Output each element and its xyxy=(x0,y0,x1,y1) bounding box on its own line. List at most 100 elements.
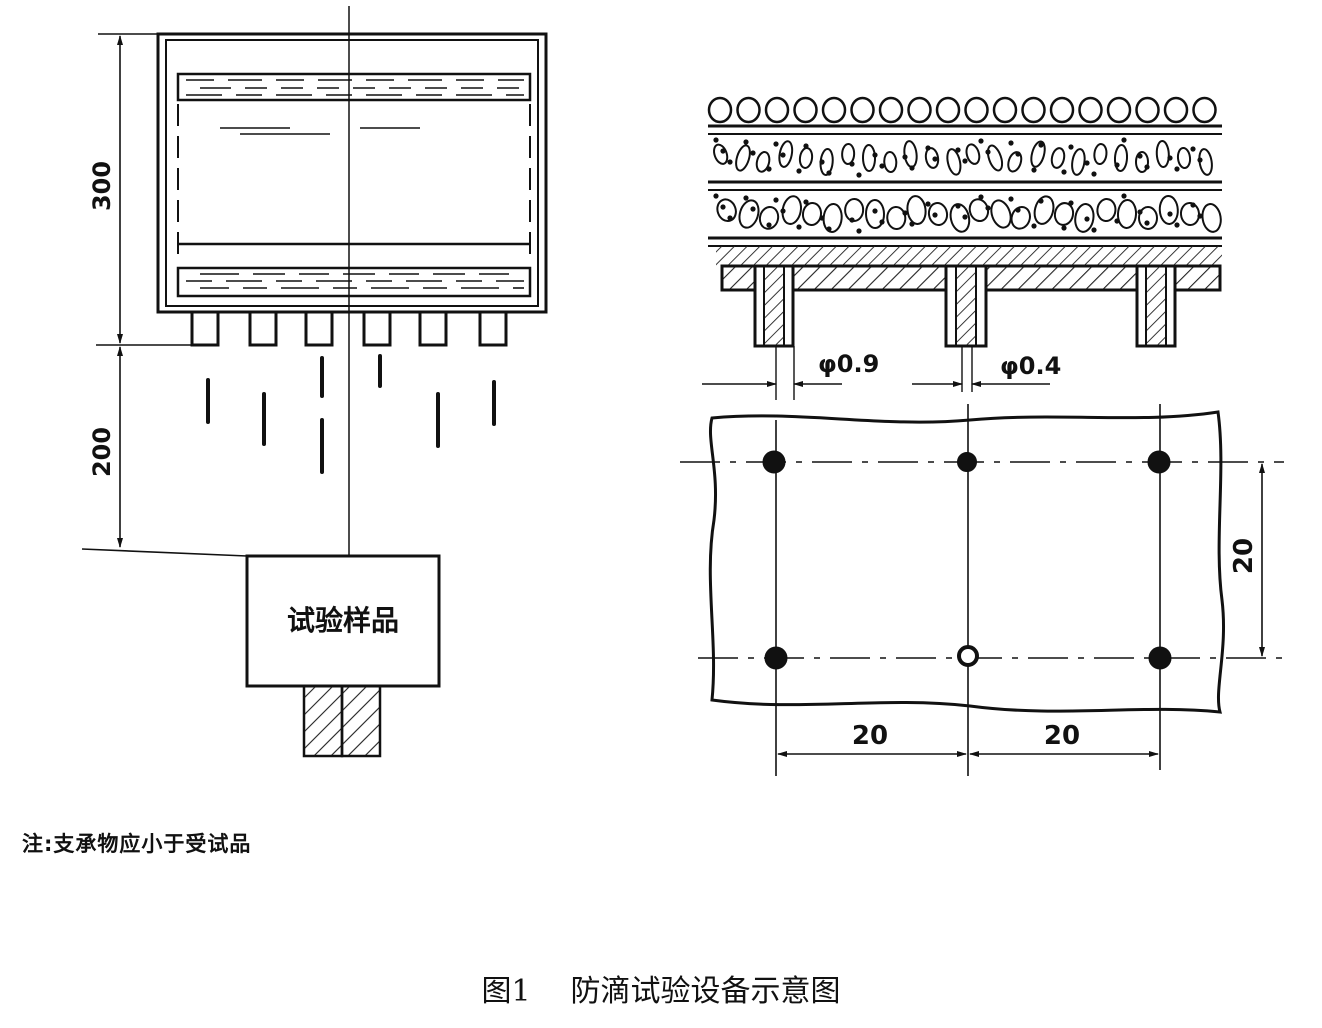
porous-grain xyxy=(955,203,961,209)
porous-grain xyxy=(1114,218,1120,224)
bubble xyxy=(707,96,733,124)
porous-blob xyxy=(1135,151,1149,173)
drip-tray-section xyxy=(702,96,1222,400)
porous-grain xyxy=(909,165,915,171)
porous-grain xyxy=(796,168,802,174)
porous-blob xyxy=(1179,202,1201,226)
porous-grain xyxy=(743,195,749,201)
bubble xyxy=(1078,96,1103,124)
porous-blob xyxy=(1201,203,1222,233)
test-sample-label: 试验样品 xyxy=(287,604,399,637)
porous-blob xyxy=(927,202,949,226)
porous-grain xyxy=(849,217,855,223)
porous-grain xyxy=(902,154,908,160)
porous-grain xyxy=(1197,213,1203,219)
porous-grain xyxy=(1121,137,1127,143)
tank-nozzle xyxy=(418,310,448,347)
dim-hole-small: φ0.4 xyxy=(1000,352,1061,380)
porous-grain xyxy=(1144,220,1150,226)
porous-blob xyxy=(1071,148,1086,176)
dim-hole-large: φ0.9 xyxy=(818,350,879,378)
porous-grain xyxy=(1031,223,1037,229)
porous-grain xyxy=(879,163,885,169)
sample-support xyxy=(302,684,382,758)
porous-blob xyxy=(1096,198,1117,223)
porous-grain xyxy=(1167,155,1173,161)
porous-grain xyxy=(766,222,772,228)
porous-grain xyxy=(1137,209,1143,215)
porous-grain xyxy=(1084,160,1090,166)
porous-blob xyxy=(841,143,856,165)
porous-grain xyxy=(766,166,772,172)
porous-grain xyxy=(773,197,779,203)
dim-drop-height: 200 xyxy=(88,427,116,477)
porous-blob xyxy=(946,148,962,176)
plate-nozzle-1 xyxy=(753,264,795,348)
porous-blob xyxy=(758,205,780,230)
porous-grain xyxy=(925,201,931,207)
porous-blob xyxy=(886,205,907,230)
hole-marker xyxy=(1147,450,1171,474)
porous-grain xyxy=(909,221,915,227)
porous-blob xyxy=(903,140,918,168)
porous-grain xyxy=(1038,142,1044,148)
porous-blob xyxy=(798,147,814,169)
bubble xyxy=(1192,96,1217,124)
porous-blob xyxy=(1007,151,1023,173)
porous-blob xyxy=(1198,148,1213,176)
porous-blob xyxy=(986,144,1004,172)
bubble xyxy=(821,96,847,124)
porous-blob xyxy=(1155,140,1170,168)
porous-blob xyxy=(861,144,877,172)
figure-title: 防滴试验设备示意图 xyxy=(570,974,841,1009)
dim-horizontal-pitch-1: 20 xyxy=(852,721,888,751)
water-layer-top xyxy=(176,72,532,102)
porous-grain xyxy=(1068,144,1074,150)
bubble xyxy=(736,96,761,124)
porous-blob xyxy=(1158,195,1179,225)
porous-grain xyxy=(780,152,786,158)
bubble xyxy=(1106,96,1132,124)
porous-blob xyxy=(822,203,843,233)
bubble xyxy=(964,96,989,124)
tank-inner-wall xyxy=(165,39,539,307)
porous-blob xyxy=(1050,147,1066,169)
porous-grain xyxy=(1121,193,1127,199)
hole-marker xyxy=(1148,646,1172,670)
porous-grain xyxy=(803,143,809,149)
porous-grain xyxy=(713,193,719,199)
porous-blob xyxy=(781,195,802,225)
porous-grain xyxy=(932,156,938,162)
porous-grain xyxy=(962,214,968,220)
porous-grain xyxy=(803,199,809,205)
porous-grain xyxy=(955,147,961,153)
tank-nozzle xyxy=(362,310,392,347)
bubble xyxy=(1049,96,1075,124)
porous-grain xyxy=(985,149,991,155)
porous-grain xyxy=(856,172,862,178)
plate-outline xyxy=(708,410,1226,714)
porous-blob xyxy=(738,199,760,229)
porous-grain xyxy=(1061,225,1067,231)
porous-grain xyxy=(902,210,908,216)
porous-grain xyxy=(819,159,825,165)
porous-grain xyxy=(750,206,756,212)
dim-vertical-pitch: 20 xyxy=(1229,538,1259,574)
porous-grain xyxy=(727,215,733,221)
porous-grain xyxy=(985,205,991,211)
porous-blob xyxy=(801,202,823,226)
dim-horizontal-pitch-2: 20 xyxy=(1044,721,1080,751)
porous-blob xyxy=(716,198,737,223)
plate-nozzle-2 xyxy=(944,264,988,348)
porous-grain xyxy=(1084,216,1090,222)
porous-blob xyxy=(1030,140,1046,168)
porous-grain xyxy=(750,150,756,156)
plate-nozzle-3 xyxy=(1135,264,1177,348)
porous-grain xyxy=(1008,140,1014,146)
porous-blob xyxy=(990,199,1012,229)
bubble xyxy=(907,96,932,124)
support-note: 注:支承物应小于受试品 xyxy=(22,832,252,856)
porous-grain xyxy=(856,228,862,234)
porous-grain xyxy=(1015,207,1021,213)
bubble xyxy=(1021,96,1046,124)
